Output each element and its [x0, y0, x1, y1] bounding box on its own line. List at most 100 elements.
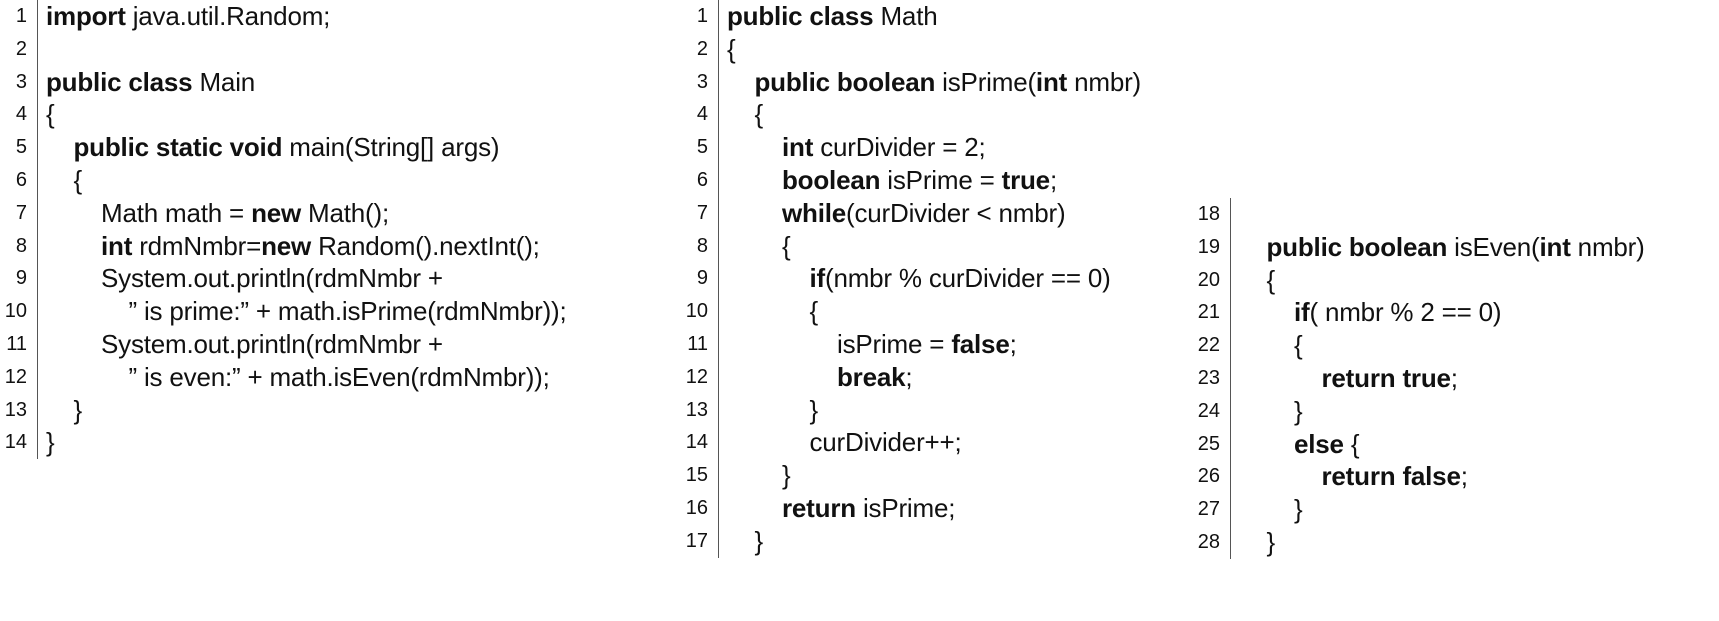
code-token: curDivider++;	[809, 427, 962, 458]
line-number: 26	[1197, 465, 1220, 488]
line-number: 4	[15, 103, 27, 126]
code-text: Math math = new Math();	[101, 197, 389, 230]
line-number: 8	[696, 234, 708, 257]
line-number: 16	[685, 496, 708, 519]
code-text: public boolean isPrime(int nmbr)	[755, 66, 1142, 99]
code-keyword: while	[782, 197, 847, 228]
code-token: java.util.Random;	[125, 1, 331, 31]
code-text: {	[1294, 329, 1303, 362]
line-number: 14	[4, 431, 27, 454]
code-text: if( nmbr % 2 == 0)	[1294, 296, 1502, 329]
code-text: }	[46, 426, 55, 459]
line-number: 6	[15, 168, 27, 191]
code-text: {	[74, 164, 83, 197]
line-number: 3	[696, 70, 708, 93]
code-keyword: return false	[1321, 461, 1461, 492]
code-token: {	[1266, 264, 1276, 295]
code-token: isPrime;	[855, 492, 956, 523]
code-token: Random().nextInt();	[311, 230, 540, 261]
code-token: Math	[873, 1, 938, 31]
line-number: 28	[1197, 530, 1220, 553]
code-text: {	[1266, 264, 1276, 297]
code-text: }	[810, 394, 819, 427]
code-text: import java.util.Random;	[46, 0, 330, 33]
code-token: }	[73, 394, 83, 425]
code-token: ;	[905, 361, 913, 392]
code-keyword: else	[1294, 428, 1344, 459]
code-text: public class Math	[727, 0, 938, 33]
code-token: ;	[1049, 164, 1057, 195]
code-text: return isPrime;	[782, 492, 955, 525]
code-token: curDivider = 2;	[813, 132, 986, 163]
code-keyword: import	[46, 1, 126, 31]
line-number: 25	[1197, 432, 1220, 455]
code-token: System.out.println(rdmNmbr +	[101, 263, 443, 294]
code-token: isPrime =	[837, 328, 952, 359]
code-text: public class Main	[46, 66, 255, 99]
code-text: ” is even:” + math.isEven(rdmNmbr));	[129, 361, 550, 394]
code-text: }	[755, 525, 764, 558]
code-keyword: true	[1001, 164, 1051, 195]
code-text: public boolean isEven(int nmbr)	[1267, 231, 1645, 264]
line-number: 7	[696, 201, 708, 224]
line-number: 15	[685, 464, 708, 487]
line-number: 4	[696, 103, 708, 126]
code-token: (nmbr % curDivider == 0)	[824, 263, 1111, 294]
code-token: {	[782, 230, 791, 261]
line-number: 8	[15, 234, 27, 257]
code-token: ;	[1450, 362, 1458, 393]
code-text: return true;	[1322, 362, 1458, 395]
line-number: 19	[1197, 235, 1220, 258]
code-token: ” is prime:” + math.isPrime(rdmNmbr));	[128, 296, 567, 327]
code-text: System.out.println(rdmNmbr +	[101, 262, 443, 295]
code-token: nmbr)	[1570, 231, 1645, 262]
line-number-rule	[37, 0, 38, 460]
line-number: 23	[1197, 366, 1220, 389]
line-number: 6	[696, 168, 708, 191]
line-number: 9	[696, 267, 708, 290]
line-number: 7	[15, 201, 27, 224]
code-keyword: public class	[46, 66, 193, 97]
code-keyword: public boolean	[754, 66, 936, 97]
line-number: 2	[15, 37, 27, 60]
code-token: isPrime =	[880, 164, 1002, 195]
code-keyword: boolean	[782, 164, 881, 195]
code-token: rdmNmbr=	[132, 230, 262, 261]
code-keyword: break	[837, 361, 906, 392]
code-keyword: int	[1539, 231, 1571, 262]
code-text: int rdmNmbr=new Random().nextInt();	[101, 230, 540, 263]
line-number: 5	[15, 136, 27, 159]
line-number-rule	[718, 0, 719, 558]
code-keyword: if	[1294, 297, 1310, 328]
code-text: }	[782, 459, 791, 492]
line-number: 10	[685, 300, 708, 323]
code-text: isPrime = false;	[837, 328, 1017, 361]
line-number: 11	[687, 332, 708, 355]
code-keyword: public boolean	[1266, 231, 1448, 262]
code-text: else {	[1294, 428, 1360, 461]
code-keyword: new	[261, 230, 312, 261]
line-number: 20	[1197, 268, 1220, 291]
code-token: }	[782, 460, 791, 491]
code-keyword: return	[782, 492, 856, 523]
code-text: int curDivider = 2;	[782, 131, 986, 164]
code-token: ” is even:” + math.isEven(rdmNmbr));	[128, 361, 550, 392]
code-text: ” is prime:” + math.isPrime(rdmNmbr));	[129, 295, 567, 328]
code-keyword: public static void	[73, 132, 283, 163]
code-token: isEven(	[1447, 231, 1540, 262]
code-text: curDivider++;	[810, 426, 962, 459]
line-number: 24	[1197, 399, 1220, 422]
code-token: main(String[] args)	[282, 132, 500, 163]
code-token: Main	[192, 66, 256, 97]
code-text: return false;	[1322, 460, 1468, 493]
code-text: }	[73, 394, 83, 427]
code-keyword: new	[251, 197, 302, 228]
code-token: (curDivider < nmbr)	[846, 197, 1066, 228]
line-number: 1	[696, 5, 708, 27]
code-token: {	[1343, 428, 1360, 459]
line-number: 18	[1197, 203, 1220, 225]
code-keyword: false	[951, 328, 1010, 359]
code-token: {	[754, 99, 764, 130]
code-text: public static void main(String[] args)	[74, 131, 500, 164]
line-number: 21	[1197, 301, 1220, 324]
